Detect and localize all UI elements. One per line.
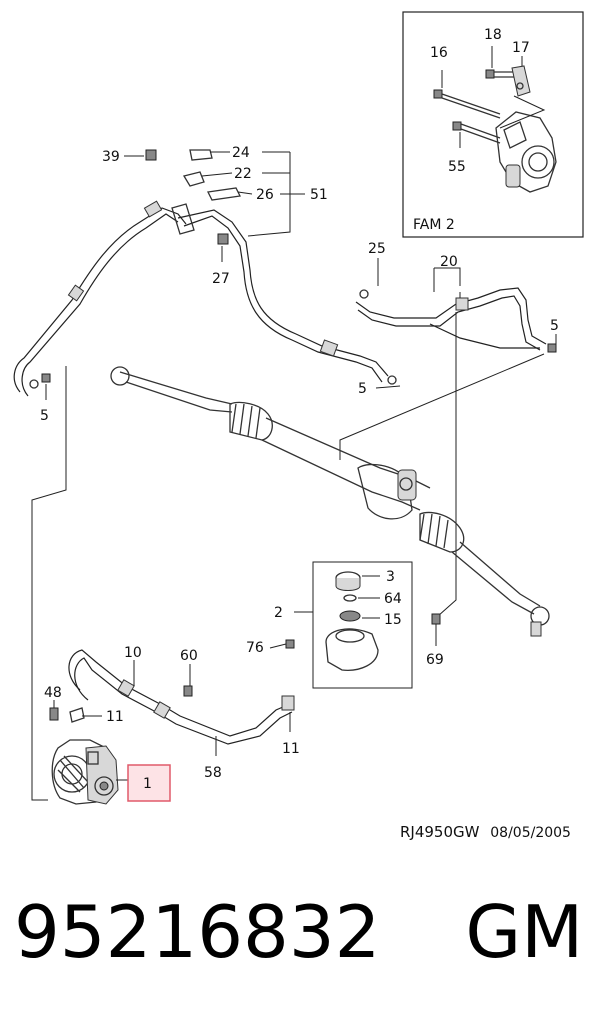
fam2-inset: FAM 2 [402,11,584,238]
document-reference: RJ4950GW 08/05/2005 [400,823,571,841]
callout-25: 25 [368,241,386,257]
inset-bolt-16 [433,89,501,119]
callout-11-left: 11 [106,709,124,725]
callout-16: 16 [430,45,448,61]
doc-ref-code: RJ4950GW [400,823,480,841]
callout-20: 20 [440,254,458,270]
inset-bolt-18 [485,69,514,79]
callout-64: 64 [384,591,402,607]
inset-pump [495,111,557,193]
inset-label: FAM 2 [413,217,455,233]
callout-17: 17 [512,40,530,56]
reservoir-group [285,561,413,689]
callout-26: 26 [256,187,274,203]
callout-18: 18 [484,27,502,43]
return-hose-58 [49,649,295,745]
callout-10: 10 [124,645,142,661]
callout-2: 2 [274,605,283,621]
doc-date: 08/05/2005 [490,825,571,841]
callout-5-mid: 5 [358,381,367,397]
callout-11-right: 11 [282,741,300,757]
callout-51: 51 [310,187,328,203]
inset-bracket-17 [511,65,531,97]
callout-58: 58 [204,765,222,781]
part-number: 95216832 [14,890,381,974]
callout-76: 76 [246,640,264,656]
inset-bolt-55 [452,121,501,144]
callout-48: 48 [44,685,62,701]
callout-27: 27 [212,271,230,287]
callout-39: 39 [102,149,120,165]
callout-5-left: 5 [40,408,49,424]
callout-15: 15 [384,612,402,628]
pressure-hose-upper [13,200,397,397]
hose-clips [145,149,241,245]
part-number-line: 95216832 GM [14,896,583,968]
callout-69: 69 [426,652,444,668]
callout-60: 60 [180,648,198,664]
brand-name: GM [465,890,584,974]
callout-1[interactable]: 1 [143,776,152,792]
steering-rack [110,366,550,637]
part-1-highlight-box[interactable] [127,764,171,802]
callout-5-right: 5 [550,318,559,334]
callout-24: 24 [232,145,250,161]
return-line [355,287,557,353]
power-steering-pump [51,739,119,805]
callout-55: 55 [448,159,466,175]
callout-3: 3 [386,569,395,585]
callout-22: 22 [234,166,252,182]
